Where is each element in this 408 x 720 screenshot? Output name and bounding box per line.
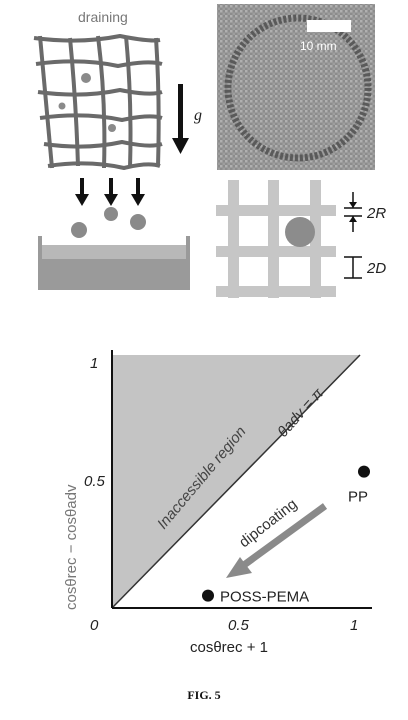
draining-label: draining — [78, 9, 128, 25]
falling-droplets — [71, 207, 146, 238]
wetting-chart: 1 0.5 0 0.5 1 cosθrec − cosθadv cosθrec … — [63, 350, 372, 656]
dipcoating-arrow — [226, 503, 328, 578]
x-tick-0-5: 0.5 — [228, 617, 250, 634]
falling-arrows — [75, 178, 145, 206]
point-label-pp: PP — [348, 489, 368, 506]
gravity-arrow — [172, 84, 189, 154]
gap-label: 2D — [366, 260, 386, 277]
gravity-label: g — [194, 107, 202, 124]
point-pp — [358, 465, 370, 478]
boundary-line — [111, 354, 361, 609]
point-label-poss-pema: POSS-PEMA — [220, 589, 309, 606]
lattice-droplet — [285, 217, 315, 247]
radius-dimension — [344, 192, 362, 232]
liquid-bath — [38, 236, 190, 290]
mesh-photograph — [217, 4, 375, 170]
radius-label: 2R — [366, 205, 386, 222]
mesh-lattice — [216, 180, 336, 298]
dipcoating-label: dipcoating — [236, 496, 300, 552]
y-tick-0-5: 0.5 — [84, 473, 106, 490]
point-poss-pema — [202, 589, 214, 602]
gap-dimension — [344, 256, 362, 279]
data-points: PP POSS-PEMA — [202, 465, 370, 606]
drain-droplets-on-mesh — [58, 73, 116, 132]
x-axis-label: cosθrec + 1 — [190, 639, 268, 656]
x-tick-1: 1 — [350, 617, 358, 634]
figure-caption: FIG. 5 — [187, 688, 221, 702]
y-tick-1: 1 — [90, 355, 98, 372]
scale-bar — [307, 20, 351, 32]
origin-label: 0 — [90, 617, 99, 634]
scale-bar-label: 10 mm — [300, 39, 337, 53]
y-axis-label: cosθrec − cosθadv — [63, 484, 80, 610]
photo-droplet-outline — [224, 14, 372, 162]
draining-mesh — [33, 33, 163, 171]
